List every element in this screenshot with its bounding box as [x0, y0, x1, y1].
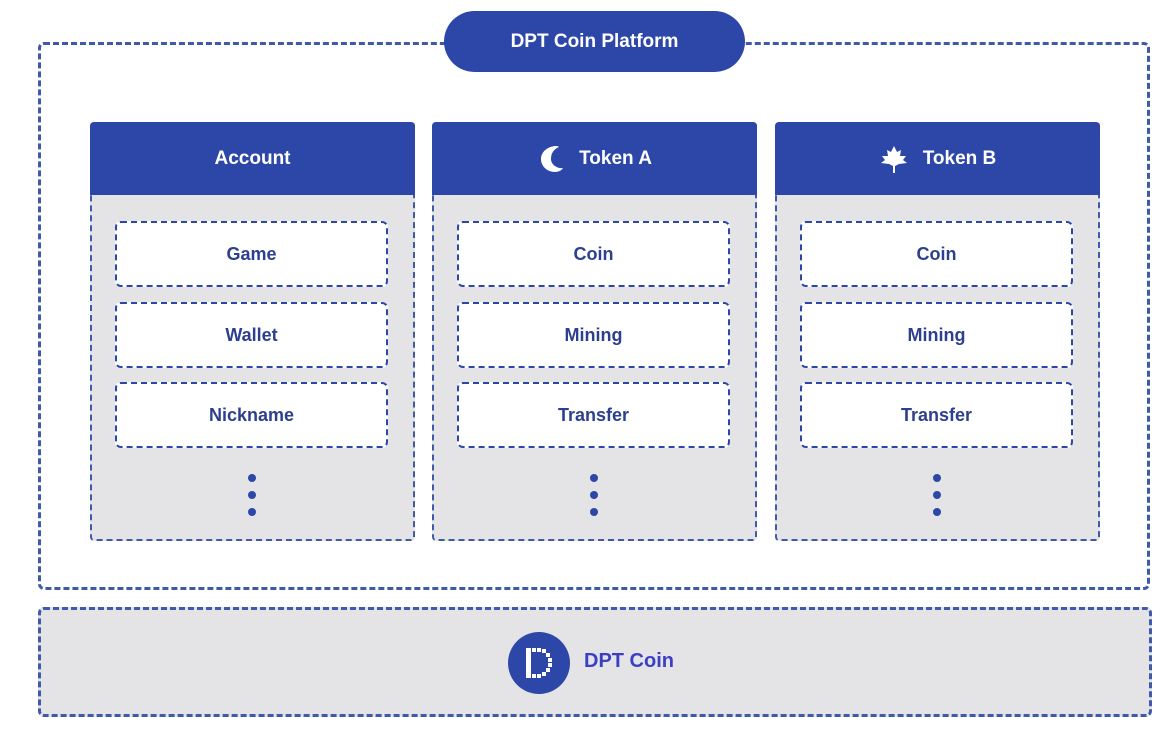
token-b-item-transfer: Transfer	[800, 382, 1073, 448]
token-a-column: Token A Coin Mining Transfer	[432, 122, 757, 541]
token-a-item-mining: Mining	[457, 302, 730, 368]
dpt-coin-label: DPT Coin	[584, 650, 674, 672]
token-a-item-coin: Coin	[457, 221, 730, 287]
account-item-wallet: Wallet	[115, 302, 388, 368]
token-b-more-ellipsis-icon	[932, 474, 942, 520]
token-a-header: Token A	[432, 122, 757, 195]
token-a-more-ellipsis-icon	[589, 474, 599, 520]
token-a-title: Token A	[579, 147, 652, 169]
token-b-column: Token B Coin Mining Transfer	[775, 122, 1100, 541]
token-b-header: Token B	[775, 122, 1100, 195]
dpt-coin-logo-icon	[508, 632, 570, 694]
account-item-nickname: Nickname	[115, 382, 388, 448]
token-b-item-coin: Coin	[800, 221, 1073, 287]
token-b-title: Token B	[922, 147, 997, 169]
maple-leaf-icon	[880, 145, 907, 173]
token-a-item-transfer: Transfer	[457, 382, 730, 448]
account-item-game: Game	[115, 221, 388, 287]
account-header: Account	[90, 122, 415, 195]
crescent-moon-icon	[541, 145, 564, 172]
dpt-coin-layer: DPT Coin	[38, 607, 1152, 717]
platform-title: DPT Coin Platform	[444, 11, 745, 72]
token-b-item-mining: Mining	[800, 302, 1073, 368]
account-more-ellipsis-icon	[247, 474, 257, 520]
account-title: Account	[214, 147, 291, 169]
account-column: Account Game Wallet Nickname	[90, 122, 415, 541]
